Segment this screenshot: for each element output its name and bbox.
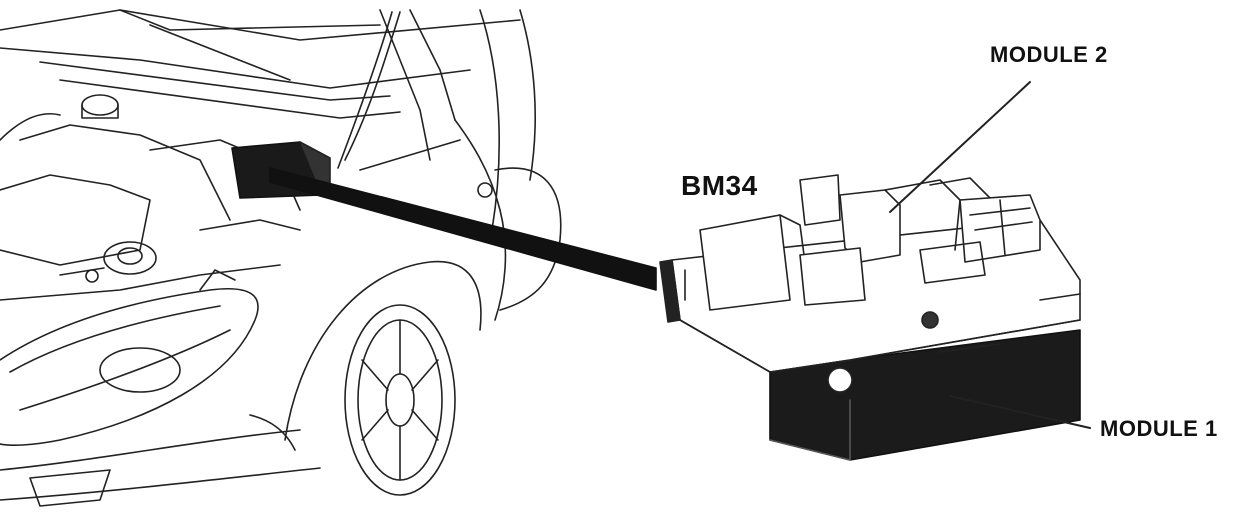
leader-line-module1 [949,395,1091,429]
leader-line-module2 [889,81,1031,213]
module-2-label: MODULE 2 [990,42,1108,67]
bm34-label: BM34 [681,170,758,201]
pointer-wedge [269,167,657,291]
module-1-label: MODULE 1 [1100,416,1218,441]
bm34-fuse-box-illustration [659,174,1081,461]
car-engine-bay-illustration [0,9,562,507]
